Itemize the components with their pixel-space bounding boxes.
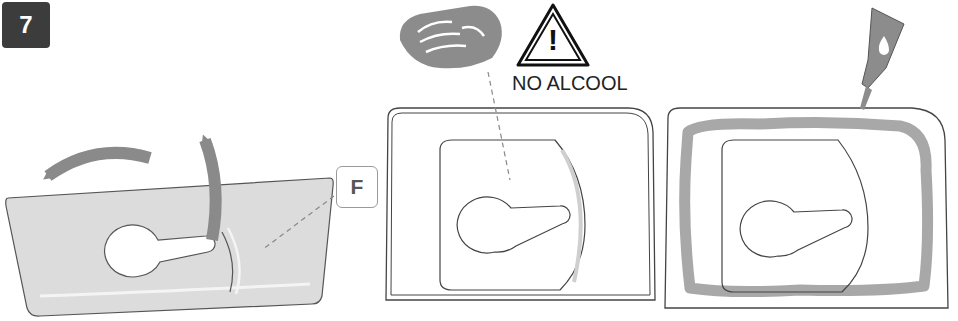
hand-cloth-icon xyxy=(400,6,502,68)
cover-plate-grey xyxy=(6,178,333,316)
warning-note: NO ALCOOL xyxy=(512,72,628,95)
leader-line xyxy=(262,196,334,250)
callout-letter: F xyxy=(351,175,364,199)
leader-line xyxy=(488,72,510,180)
rotation-arrows xyxy=(48,140,216,240)
step-number: 7 xyxy=(2,2,50,48)
wall-plate-adhesive xyxy=(665,108,948,308)
adhesive-tube xyxy=(860,8,904,110)
warning-mark: ! xyxy=(516,22,590,58)
step-number: 7 xyxy=(19,11,32,39)
warning-sign: !NO ALCOOL xyxy=(516,2,590,68)
callout-letter: F xyxy=(336,166,378,208)
wall-plate-clean xyxy=(386,108,655,300)
